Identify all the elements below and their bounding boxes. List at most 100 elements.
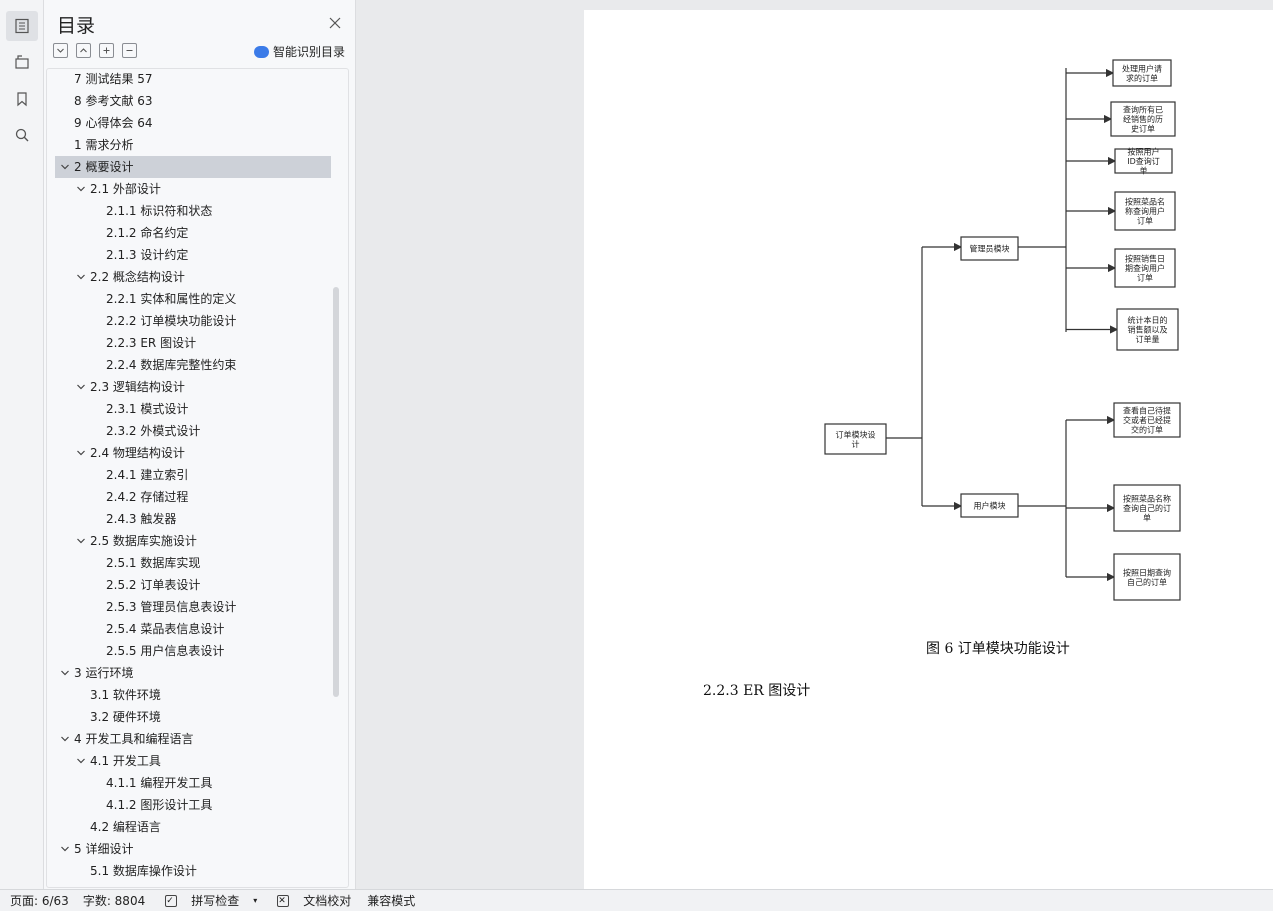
user-module-node: 用户模块 [960, 493, 1019, 518]
add-heading-icon[interactable] [99, 43, 114, 58]
toc-item[interactable]: 5.1 数据库操作设计 [55, 860, 331, 882]
user-function-node: 按照日期查询自己的订单 [1113, 553, 1181, 601]
toc-item-label: 3 运行环境 [74, 666, 134, 680]
toc-item[interactable]: 2.3 逻辑结构设计 [55, 376, 331, 398]
chevron-down-icon[interactable] [76, 272, 86, 282]
order-module-diagram: 订单模块设计管理员模块用户模块处理用户请求的订单查询所有已经销售的历史订单按照用… [824, 59, 1181, 601]
toc-item-label: 4.1.2 图形设计工具 [106, 798, 213, 812]
toc-item[interactable]: 2.2.2 订单模块功能设计 [55, 310, 331, 332]
collapse-all-icon[interactable] [53, 43, 68, 58]
toc-item[interactable]: 4.1.2 图形设计工具 [55, 794, 331, 816]
toc-item-label: 2.2.3 ER 图设计 [106, 336, 197, 350]
toc-item-label: 2.1.1 标识符和状态 [106, 204, 213, 218]
outline-icon[interactable] [6, 47, 38, 77]
toc-item[interactable]: 2.4.2 存储过程 [55, 486, 331, 508]
toc-item[interactable]: 2.2.3 ER 图设计 [55, 332, 331, 354]
search-icon[interactable] [6, 120, 38, 150]
chevron-down-icon[interactable] [60, 162, 70, 172]
toc-item[interactable]: 2.2.4 数据库完整性约束 [55, 354, 331, 376]
toc-item[interactable]: 2.2.1 实体和属性的定义 [55, 288, 331, 310]
proofread-button[interactable]: ✕ 文档校对 [267, 892, 351, 909]
smart-ai-icon [254, 45, 269, 58]
toc-item[interactable]: 3.2 硬件环境 [55, 706, 331, 728]
status-bar: 页面: 6/63 字数: 8804 ✓ 拼写检查 ▾ ✕ 文档校对 兼容模式 [0, 889, 1273, 911]
toc-item[interactable]: 1 需求分析 [55, 134, 331, 156]
word-count[interactable]: 字数: 8804 [82, 894, 146, 908]
toc-item[interactable]: 5 详细设计 [55, 838, 331, 860]
toc-item[interactable]: 2.3.2 外模式设计 [55, 420, 331, 442]
user-function-node: 按照菜品名称查询自己的订单 [1113, 484, 1181, 532]
toc-item-label: 2.4.2 存储过程 [106, 490, 189, 504]
toc-item-label: 4.1.1 编程开发工具 [106, 776, 213, 790]
spell-check-button[interactable]: ✓ 拼写检查 ▾ [155, 892, 257, 909]
toc-item-label: 1 需求分析 [74, 138, 134, 152]
toc-item[interactable]: 3 运行环境 [55, 662, 331, 684]
toc-item[interactable]: 2.4 物理结构设计 [55, 442, 331, 464]
toc-item-label: 2.1.2 命名约定 [106, 226, 189, 240]
toc-item-label: 2.4 物理结构设计 [90, 446, 185, 460]
admin-function-node: 处理用户请求的订单 [1112, 59, 1172, 87]
toc-icon[interactable] [6, 11, 38, 41]
toc-item[interactable]: 4 开发工具和编程语言 [55, 728, 331, 750]
toc-item-label: 2.3 逻辑结构设计 [90, 380, 185, 394]
toc-item[interactable]: 2.5 数据库实施设计 [55, 530, 331, 552]
bookmark-icon[interactable] [6, 84, 38, 114]
toc-item[interactable]: 7 测试结果 57 [55, 69, 331, 90]
toc-item-label: 2.5.1 数据库实现 [106, 556, 201, 570]
close-icon[interactable] [328, 16, 342, 30]
check-icon: ✓ [165, 894, 178, 907]
sidebar-rail [0, 0, 44, 889]
toc-item[interactable]: 2.3.1 模式设计 [55, 398, 331, 420]
toc-item[interactable]: 2.5.4 菜品表信息设计 [55, 618, 331, 640]
toc-item[interactable]: 9 心得体会 64 [55, 112, 331, 134]
toc-item[interactable]: 8 参考文献 63 [55, 90, 331, 112]
toc-item-label: 7 测试结果 57 [74, 72, 153, 86]
toc-item[interactable]: 4.2 编程语言 [55, 816, 331, 838]
figure-caption: 图 6 订单模块功能设计 [926, 641, 1070, 657]
remove-heading-icon[interactable] [122, 43, 137, 58]
toc-item[interactable]: 4.1.1 编程开发工具 [55, 772, 331, 794]
root-node-text: 订单模块设计 [836, 429, 876, 449]
toc-item-label: 3.2 硬件环境 [90, 710, 161, 724]
toc-item[interactable]: 3.1 软件环境 [55, 684, 331, 706]
chevron-down-icon[interactable] [76, 184, 86, 194]
user-function-node-text: 查看自己待提交或者已经提交的订单 [1123, 406, 1171, 435]
page-indicator[interactable]: 页面: 6/63 [10, 894, 69, 908]
toc-item[interactable]: 2.5.1 数据库实现 [55, 552, 331, 574]
toc-item[interactable]: 2.1.1 标识符和状态 [55, 200, 331, 222]
toc-item[interactable]: 2.1 外部设计 [55, 178, 331, 200]
chevron-down-icon[interactable] [76, 536, 86, 546]
spell-check-label: 拼写检查 [191, 894, 240, 908]
user-function-node-text: 按照日期查询自己的订单 [1123, 567, 1171, 587]
toc-item[interactable]: 2.4.1 建立索引 [55, 464, 331, 486]
toc-item[interactable]: 2.5.3 管理员信息表设计 [55, 596, 331, 618]
chevron-down-icon[interactable] [76, 382, 86, 392]
smart-toc-button[interactable]: 智能识别目录 [254, 43, 345, 60]
expand-up-icon[interactable] [76, 43, 91, 58]
chevron-down-icon: ▾ [253, 896, 258, 905]
admin-function-node: 按照菜品名称查询用户订单 [1114, 191, 1176, 231]
toc-item[interactable]: 2.1.3 设计约定 [55, 244, 331, 266]
toc-item[interactable]: 2.5.5 用户信息表设计 [55, 640, 331, 662]
admin-module-node: 管理员模块 [960, 236, 1019, 261]
toc-item[interactable]: 4.1 开发工具 [55, 750, 331, 772]
chevron-down-icon[interactable] [76, 448, 86, 458]
chevron-down-icon[interactable] [60, 668, 70, 678]
toc-item[interactable]: 2 概要设计 [55, 156, 331, 178]
chevron-down-icon[interactable] [60, 734, 70, 744]
chevron-down-icon[interactable] [60, 844, 70, 854]
toc-item[interactable]: 2.4.3 触发器 [55, 508, 331, 530]
toc-scrollbar[interactable] [333, 287, 339, 697]
toc-item[interactable]: 2.1.2 命名约定 [55, 222, 331, 244]
smart-toc-label: 智能识别目录 [273, 45, 346, 59]
toc-item-label: 2.3.2 外模式设计 [106, 424, 201, 438]
toc-item[interactable]: 2.2 概念结构设计 [55, 266, 331, 288]
user-function-node: 查看自己待提交或者已经提交的订单 [1113, 402, 1181, 438]
user-function-node-text: 按照菜品名称查询自己的订单 [1123, 494, 1171, 523]
toc-item-label: 4.1 开发工具 [90, 754, 161, 768]
chevron-down-icon[interactable] [76, 756, 86, 766]
toc-item[interactable]: 2.5.2 订单表设计 [55, 574, 331, 596]
toc-item-label: 5 详细设计 [74, 842, 134, 856]
